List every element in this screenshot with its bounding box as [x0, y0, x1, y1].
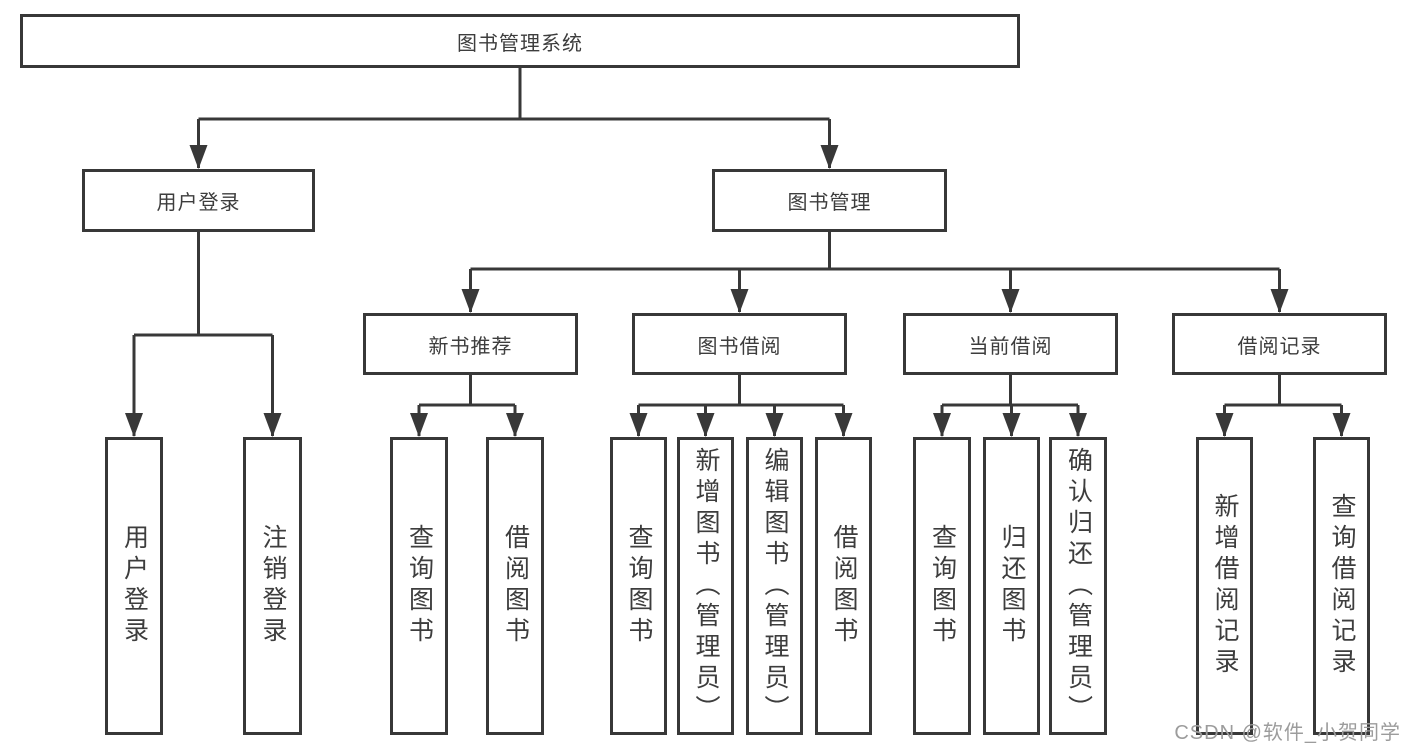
node-recommend-query-books: 查询图书 — [390, 437, 448, 735]
node-label: 查询图书 — [625, 524, 653, 648]
watermark: CSDN @软件_小贺同学 — [1174, 722, 1401, 744]
node-borrow-books: 借阅图书 — [815, 437, 872, 735]
connector-userlogin-stem — [134, 232, 273, 337]
node-label: 新书推荐 — [428, 335, 513, 358]
node-label: 确认归还（管理员） — [1064, 446, 1093, 726]
node-add-book-admin: 新增图书（管理员） — [677, 437, 734, 735]
connector-sec3-stem — [1224, 375, 1342, 407]
node-label: 注销登录 — [259, 524, 287, 648]
node-confirm-return-admin: 确认归还（管理员） — [1049, 437, 1107, 735]
connector-root-stem — [198, 68, 830, 121]
node-label: 查询借阅记录 — [1328, 493, 1356, 679]
node-query-borrow-record: 查询借阅记录 — [1313, 437, 1370, 735]
node-recommend-borrow-books: 借阅图书 — [486, 437, 544, 735]
node-borrow-records: 借阅记录 — [1172, 313, 1387, 375]
node-label: 归还图书 — [998, 524, 1026, 648]
node-borrow-query-books: 查询图书 — [610, 437, 667, 735]
node-current-query-books: 查询图书 — [913, 437, 971, 735]
connector-sec1-stem — [638, 375, 844, 407]
connector-bookmgmt-stem — [470, 232, 1280, 271]
node-user-login: 用户登录 — [82, 169, 315, 232]
node-label: 编辑图书（管理员） — [761, 446, 789, 726]
node-label: 当前借阅 — [968, 335, 1053, 358]
node-label: 图书管理系统 — [457, 32, 583, 55]
node-logout-leaf: 注销登录 — [243, 437, 302, 735]
node-book-borrow: 图书借阅 — [632, 313, 847, 375]
node-add-borrow-record: 新增借阅记录 — [1196, 437, 1253, 735]
node-label: 查询图书 — [928, 524, 957, 648]
node-label: 借阅图书 — [830, 524, 858, 648]
node-book-management: 图书管理 — [712, 169, 947, 232]
node-new-book-recommend: 新书推荐 — [363, 313, 578, 375]
node-current-borrow: 当前借阅 — [903, 313, 1118, 375]
node-label: 查询图书 — [405, 524, 434, 648]
node-edit-book-admin: 编辑图书（管理员） — [746, 437, 803, 735]
node-root: 图书管理系统 — [20, 14, 1020, 68]
node-label: 借阅记录 — [1237, 335, 1322, 358]
node-label: 图书借阅 — [697, 335, 782, 358]
node-return-books: 归还图书 — [983, 437, 1040, 735]
node-label: 用户登录 — [120, 524, 149, 648]
connector-sec0-stem — [419, 375, 515, 407]
node-label: 借阅图书 — [501, 524, 530, 648]
node-label: 用户登录 — [156, 192, 241, 214]
node-label: 新增借阅记录 — [1211, 493, 1239, 679]
connector-sec2-stem — [942, 375, 1078, 407]
node-label: 图书管理 — [787, 192, 872, 214]
node-label: 新增图书（管理员） — [692, 446, 720, 726]
node-user-login-leaf: 用户登录 — [105, 437, 163, 735]
